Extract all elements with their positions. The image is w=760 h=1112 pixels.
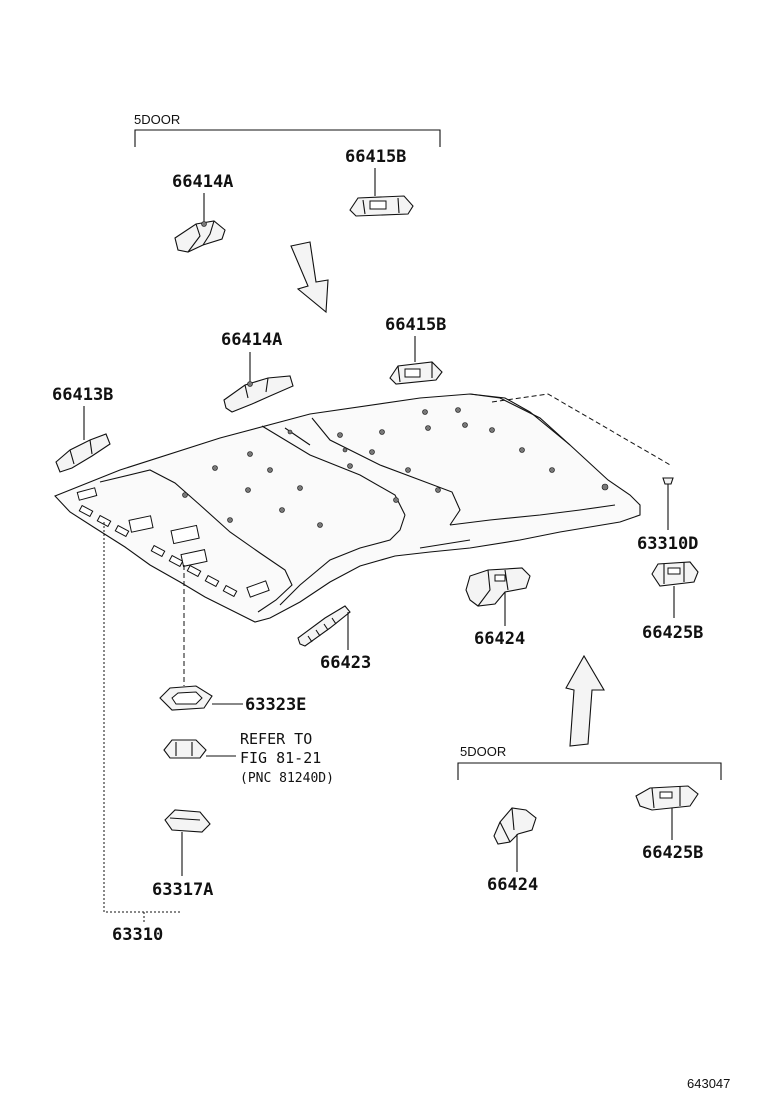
assist-grip-bracket-66415B xyxy=(389,361,443,385)
arrow-up xyxy=(565,654,605,747)
part-label-66425B: 66425B xyxy=(642,623,703,643)
map-lamp-reference xyxy=(163,739,207,759)
dashed-rear-outline xyxy=(491,393,673,467)
reference-line-1: REFER TO xyxy=(240,730,312,748)
group-label-upper: 5DOOR xyxy=(134,112,180,127)
reference-line-3: (PNC 81240D) xyxy=(240,771,334,786)
part-label-66424-lower: 66424 xyxy=(487,875,538,895)
part-label-66414A-upper: 66414A xyxy=(172,172,233,192)
clip-63310D xyxy=(662,477,674,498)
part-label-66415B: 66415B xyxy=(385,315,446,335)
bracket-66425B xyxy=(651,561,699,587)
part-label-63323E: 63323E xyxy=(245,695,306,715)
lamp-cover-63317A xyxy=(164,809,211,833)
reference-line-2: FIG 81-21 xyxy=(240,749,321,767)
bracket-66424-lower xyxy=(493,807,537,845)
part-label-63310D: 63310D xyxy=(637,534,698,554)
part-label-66414A: 66414A xyxy=(221,330,282,350)
leader-63310 xyxy=(103,522,182,913)
group-bracket-upper xyxy=(134,129,441,147)
part-label-66425B-lower: 66425B xyxy=(642,843,703,863)
lamp-bezel-63323E xyxy=(159,685,213,711)
part-label-66424: 66424 xyxy=(474,629,525,649)
part-label-66423: 66423 xyxy=(320,653,371,673)
assist-grip-bracket-66414A xyxy=(223,375,294,413)
assist-grip-bracket-66415B-upper xyxy=(349,195,414,217)
group-label-lower: 5DOOR xyxy=(460,744,506,759)
part-label-63317A: 63317A xyxy=(152,880,213,900)
bracket-66423 xyxy=(297,605,351,647)
assist-grip-bracket-66414A-upper xyxy=(174,220,226,253)
roof-headlining-panel xyxy=(54,393,641,623)
part-label-66415B-upper: 66415B xyxy=(345,147,406,167)
bracket-66424 xyxy=(465,567,531,607)
bracket-66425B-lower xyxy=(635,785,699,811)
arrow-down xyxy=(290,241,329,314)
bracket-66413B xyxy=(55,433,111,473)
part-label-63310: 63310 xyxy=(112,925,163,945)
group-bracket-lower xyxy=(457,762,722,780)
diagram-number: 643047 xyxy=(687,1076,730,1091)
part-label-66413B: 66413B xyxy=(52,385,113,405)
